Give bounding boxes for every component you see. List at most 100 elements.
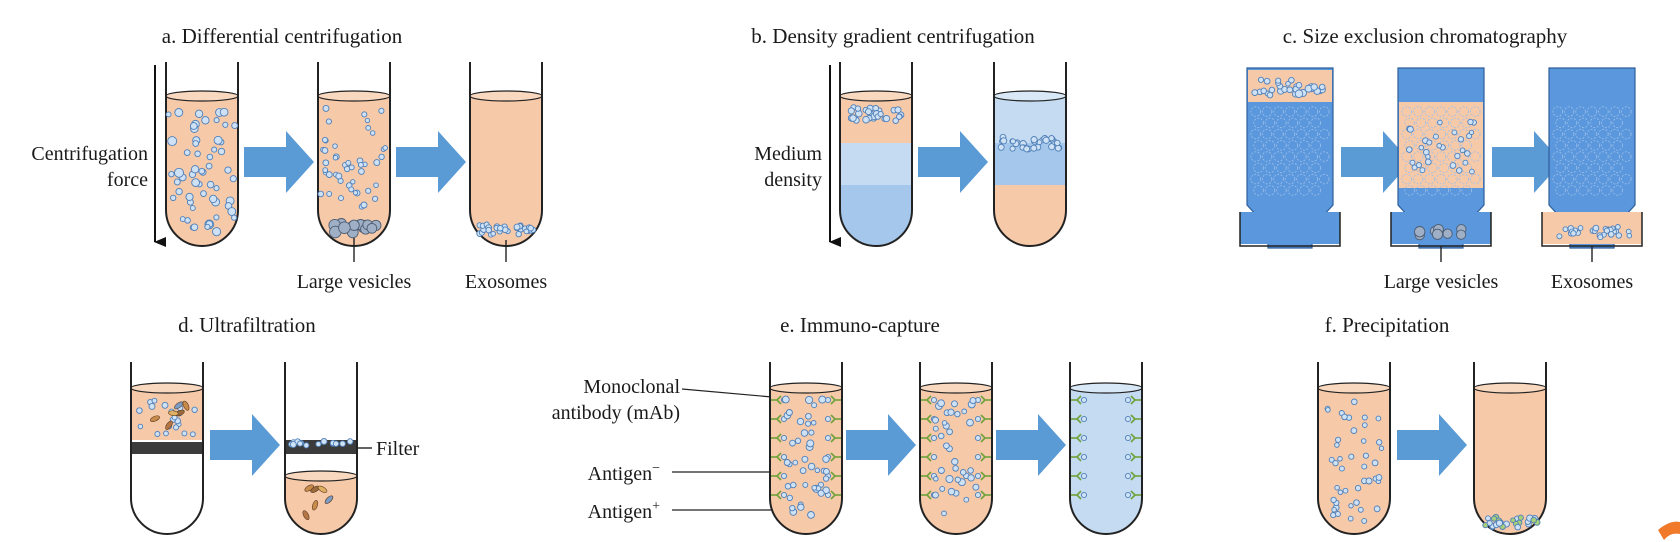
bead	[1552, 128, 1563, 140]
bead	[1319, 151, 1330, 162]
exosomes-label: Exosomes	[465, 271, 547, 293]
bead	[1612, 117, 1623, 129]
vesicle	[1330, 496, 1337, 504]
vesicle	[1424, 158, 1432, 166]
bead	[1401, 173, 1412, 185]
step-arrow-icon	[996, 414, 1066, 476]
vesicle	[1365, 477, 1373, 485]
bead	[1273, 173, 1284, 185]
vesicle	[1361, 414, 1368, 421]
bead	[1612, 185, 1623, 196]
bead	[1427, 162, 1438, 174]
bead	[1250, 106, 1261, 117]
vesicle	[1459, 147, 1466, 154]
sample-vesicles	[1406, 118, 1477, 175]
vesicle	[213, 117, 220, 124]
bead	[1284, 173, 1296, 185]
antibody-icon	[1071, 433, 1088, 443]
bead	[1612, 140, 1623, 151]
antibody-icon	[974, 414, 991, 424]
antibody-icon	[1124, 452, 1141, 462]
bead	[1555, 117, 1566, 129]
vesicle	[802, 481, 809, 488]
vesicle	[1418, 144, 1425, 151]
vesicle	[1432, 133, 1439, 140]
vesicle	[213, 135, 223, 145]
bead	[1578, 117, 1589, 129]
bead	[1598, 151, 1609, 162]
vesicle	[201, 116, 210, 125]
vesicle	[211, 146, 218, 153]
bead	[1307, 106, 1319, 117]
bead	[1424, 173, 1435, 185]
vesicle	[941, 510, 947, 517]
bead	[1299, 185, 1310, 196]
vesicle	[1310, 83, 1318, 91]
vesicle	[1023, 145, 1031, 153]
vesicle	[205, 162, 213, 170]
step-arrow-icon	[1397, 414, 1467, 476]
vesicle	[322, 159, 330, 167]
vesicle	[185, 192, 194, 201]
vesicle	[372, 195, 379, 202]
bead	[1261, 151, 1273, 162]
vesicle	[326, 190, 333, 197]
bead	[1253, 140, 1264, 151]
vesicle	[1449, 162, 1457, 169]
vesicle	[1257, 76, 1265, 83]
vesicle	[1337, 489, 1344, 496]
panel-e: Monoclonal antibody (mAb) Antigen− Antig…	[552, 362, 1143, 535]
large-vesicle-eluate	[1414, 223, 1467, 241]
antibody-icon	[1124, 490, 1141, 500]
vesicle	[1615, 224, 1621, 230]
vesicle	[317, 190, 325, 198]
column-c1	[1239, 67, 1341, 249]
vesicle	[822, 455, 830, 463]
bead	[1461, 185, 1472, 196]
bead	[1299, 140, 1310, 151]
vesicle	[1266, 91, 1274, 99]
vesicle	[1467, 118, 1474, 126]
vesicle	[1351, 398, 1358, 406]
captured-antibody-wall	[1071, 395, 1141, 500]
bead	[1296, 151, 1307, 162]
vesicle	[817, 489, 825, 497]
bead	[1555, 162, 1566, 174]
bead	[1401, 106, 1412, 117]
exosomes-label-c: Exosomes	[1551, 271, 1633, 293]
vesicle	[200, 190, 207, 197]
tube-d1	[130, 362, 204, 535]
antibody-icon	[974, 395, 991, 405]
vesicle	[1592, 224, 1600, 232]
vesicle	[194, 109, 204, 118]
vesicle	[1376, 439, 1383, 446]
vesicle	[321, 147, 329, 154]
bead	[1412, 173, 1424, 185]
panel-f-title: f. Precipitation	[1325, 313, 1450, 337]
vesicle	[1426, 139, 1433, 146]
antibody-icon	[771, 433, 788, 443]
vesicle-cluster	[317, 104, 388, 210]
panel-a-title: a. Differential centrifugation	[162, 24, 403, 48]
antibody-icon	[974, 452, 991, 462]
vesicle	[805, 412, 812, 420]
vesicle	[1347, 515, 1354, 522]
vesicle	[1337, 456, 1343, 462]
corner-accent-mark	[1658, 521, 1680, 540]
bead	[1435, 106, 1447, 117]
vesicle	[946, 428, 953, 436]
antibody-icon	[771, 490, 788, 500]
vesicle	[361, 111, 368, 118]
panel-b: Medium density	[754, 62, 1067, 247]
vesicle	[1414, 226, 1426, 238]
vesicle	[801, 455, 809, 463]
bead	[1575, 106, 1586, 117]
vesicle	[937, 467, 945, 474]
vesicle	[954, 410, 961, 418]
bead	[1273, 106, 1284, 117]
bead	[1276, 162, 1287, 174]
vesicle	[172, 424, 180, 431]
vesicle	[231, 214, 238, 221]
vesicle	[849, 114, 857, 122]
vesicle	[485, 226, 492, 234]
